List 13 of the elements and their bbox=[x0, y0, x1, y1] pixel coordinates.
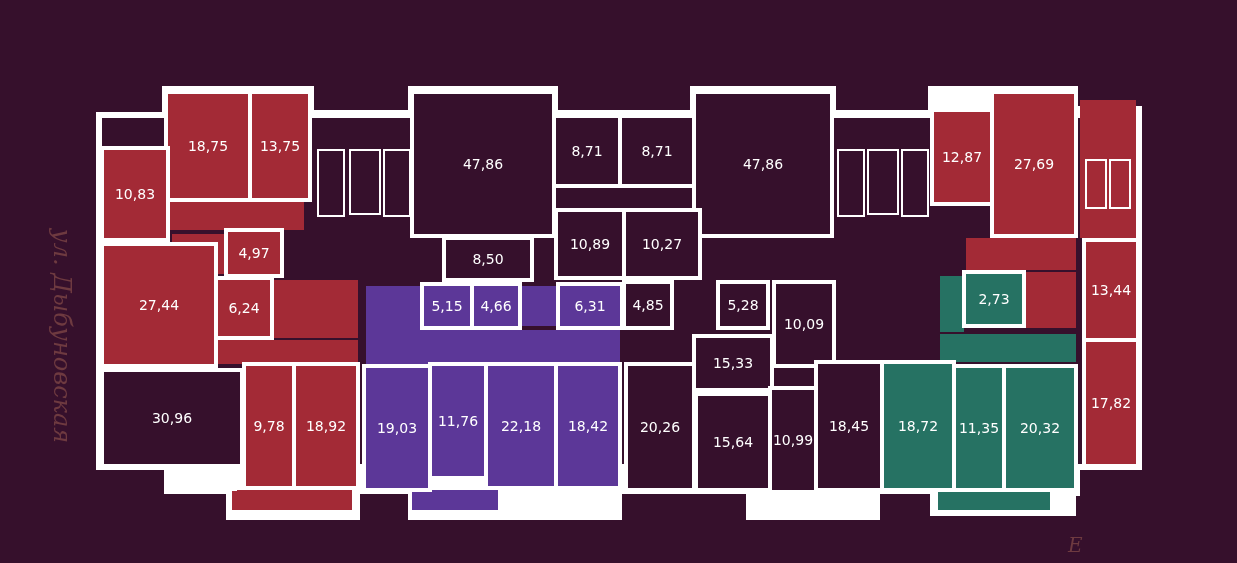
room: 8,50 bbox=[442, 236, 534, 282]
room: 2,73 bbox=[962, 270, 1026, 328]
room: 6,31 bbox=[556, 282, 624, 330]
room: 10,09 bbox=[772, 280, 836, 368]
compass-letter: E bbox=[1068, 533, 1083, 557]
room: 4,97 bbox=[224, 228, 284, 278]
room: 15,33 bbox=[692, 334, 774, 392]
room: 4,85 bbox=[622, 280, 674, 330]
room: 19,03 bbox=[362, 364, 432, 492]
room: 10,83 bbox=[100, 146, 170, 242]
room: 27,44 bbox=[100, 242, 218, 368]
room: 5,28 bbox=[716, 280, 770, 330]
street-name: ул. Дыбуновская bbox=[48, 228, 77, 444]
